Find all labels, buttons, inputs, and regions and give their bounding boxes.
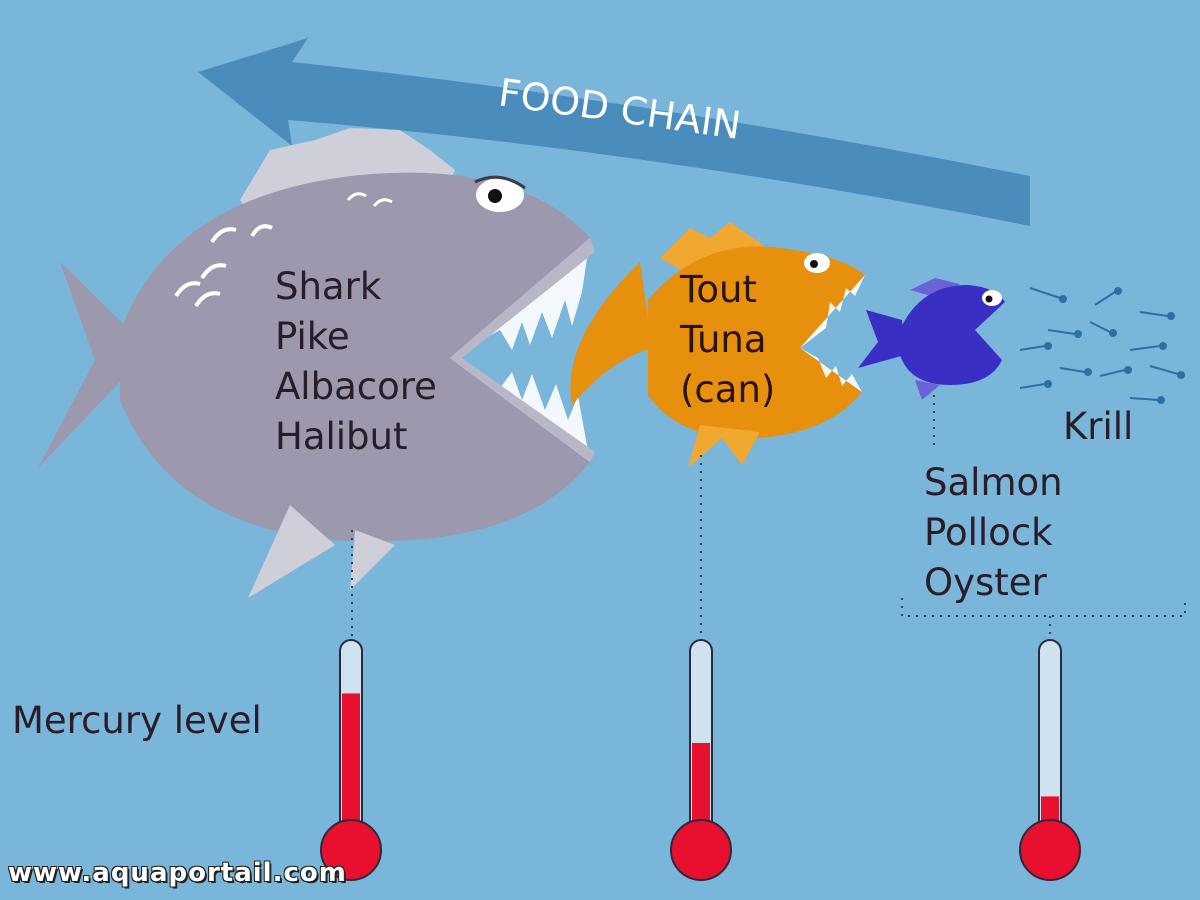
species-label: Shark (275, 265, 382, 308)
connector-bracket (901, 598, 1186, 617)
thermometer (670, 639, 732, 881)
species-label: Pollock (924, 511, 1053, 554)
large-gray-fish (38, 128, 595, 598)
small-blue-fish (858, 278, 1005, 400)
krill-swarm (1019, 287, 1185, 404)
species-label: Oyster (924, 561, 1047, 604)
thermometer-bulb (320, 819, 382, 881)
thermometer-bulb (670, 819, 732, 881)
thermometer (320, 639, 382, 881)
species-label: (can) (680, 368, 776, 411)
krill-label: Krill (1063, 405, 1134, 448)
small-fish-species-list: Salmon Pollock Oyster (924, 458, 1063, 608)
species-label: Salmon (924, 461, 1063, 504)
watermark: www.aquaportail.com (8, 858, 347, 888)
large-fish-species-list: Shark Pike Albacore Halibut (275, 262, 437, 462)
medium-fish-species-list: Tout Tuna (can) (680, 265, 775, 415)
thermometer (1019, 639, 1081, 881)
connector-lines (351, 395, 1186, 636)
thermometers (320, 639, 1081, 881)
species-label: Tuna (680, 318, 767, 361)
mercury-fill (342, 693, 360, 850)
species-label: Pike (275, 315, 350, 358)
thermometer-bulb (1019, 819, 1081, 881)
medium-orange-fish (570, 222, 865, 468)
species-label: Halibut (275, 415, 408, 458)
species-label: Tout (680, 268, 757, 311)
mercury-level-label: Mercury level (12, 699, 262, 742)
species-label: Albacore (275, 365, 437, 408)
